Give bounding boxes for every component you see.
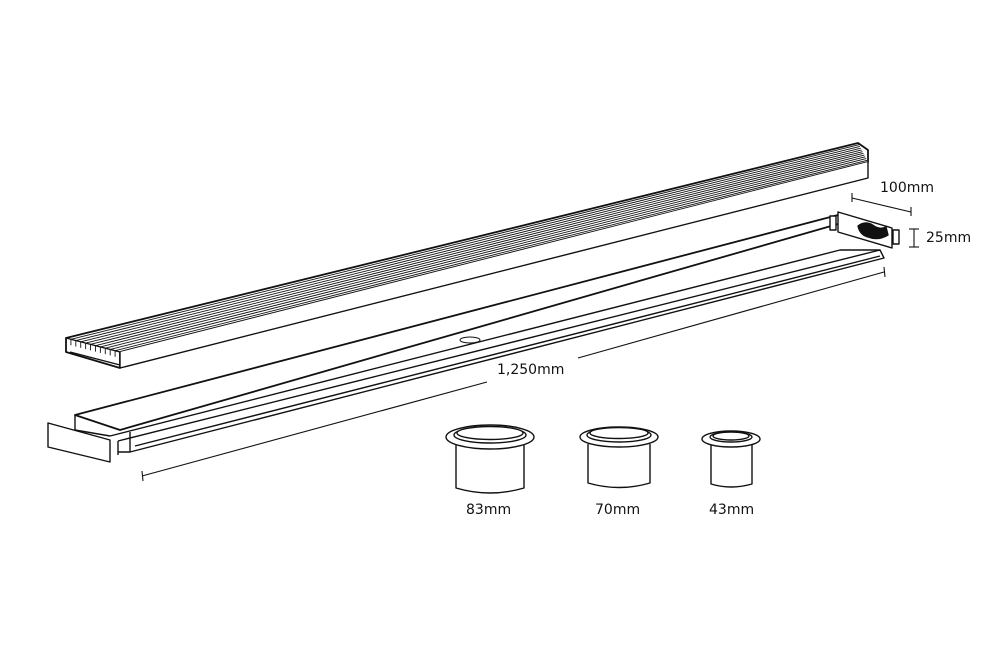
grate-rib bbox=[75, 146, 860, 341]
outlet-label-83mm: 83mm bbox=[466, 502, 512, 518]
outlet-label-43mm: 43mm bbox=[709, 502, 755, 518]
grate-rib bbox=[114, 159, 868, 352]
fixing-clip bbox=[857, 222, 889, 240]
grate-rib bbox=[70, 144, 860, 340]
grate-rib bbox=[95, 152, 864, 347]
length-dimension-label: 1,250mm bbox=[497, 362, 565, 378]
left-end-cap bbox=[47, 422, 111, 463]
grate bbox=[65, 142, 869, 369]
outlet-83mm bbox=[445, 424, 535, 494]
outlet-43mm bbox=[701, 430, 761, 488]
grate-rib bbox=[80, 147, 861, 343]
grate-rib bbox=[105, 156, 866, 349]
outlet-70mm bbox=[579, 426, 659, 489]
outlet-label-70mm: 70mm bbox=[595, 502, 641, 518]
grate-rib bbox=[90, 151, 863, 345]
channel bbox=[47, 211, 900, 463]
height-dimension-label: 25mm bbox=[926, 230, 972, 246]
dimension-lines bbox=[141, 193, 919, 482]
grate-rib bbox=[85, 149, 862, 344]
grate-rib bbox=[100, 154, 865, 348]
width-dimension-label: 100mm bbox=[880, 180, 934, 196]
grate-rib bbox=[110, 158, 867, 350]
